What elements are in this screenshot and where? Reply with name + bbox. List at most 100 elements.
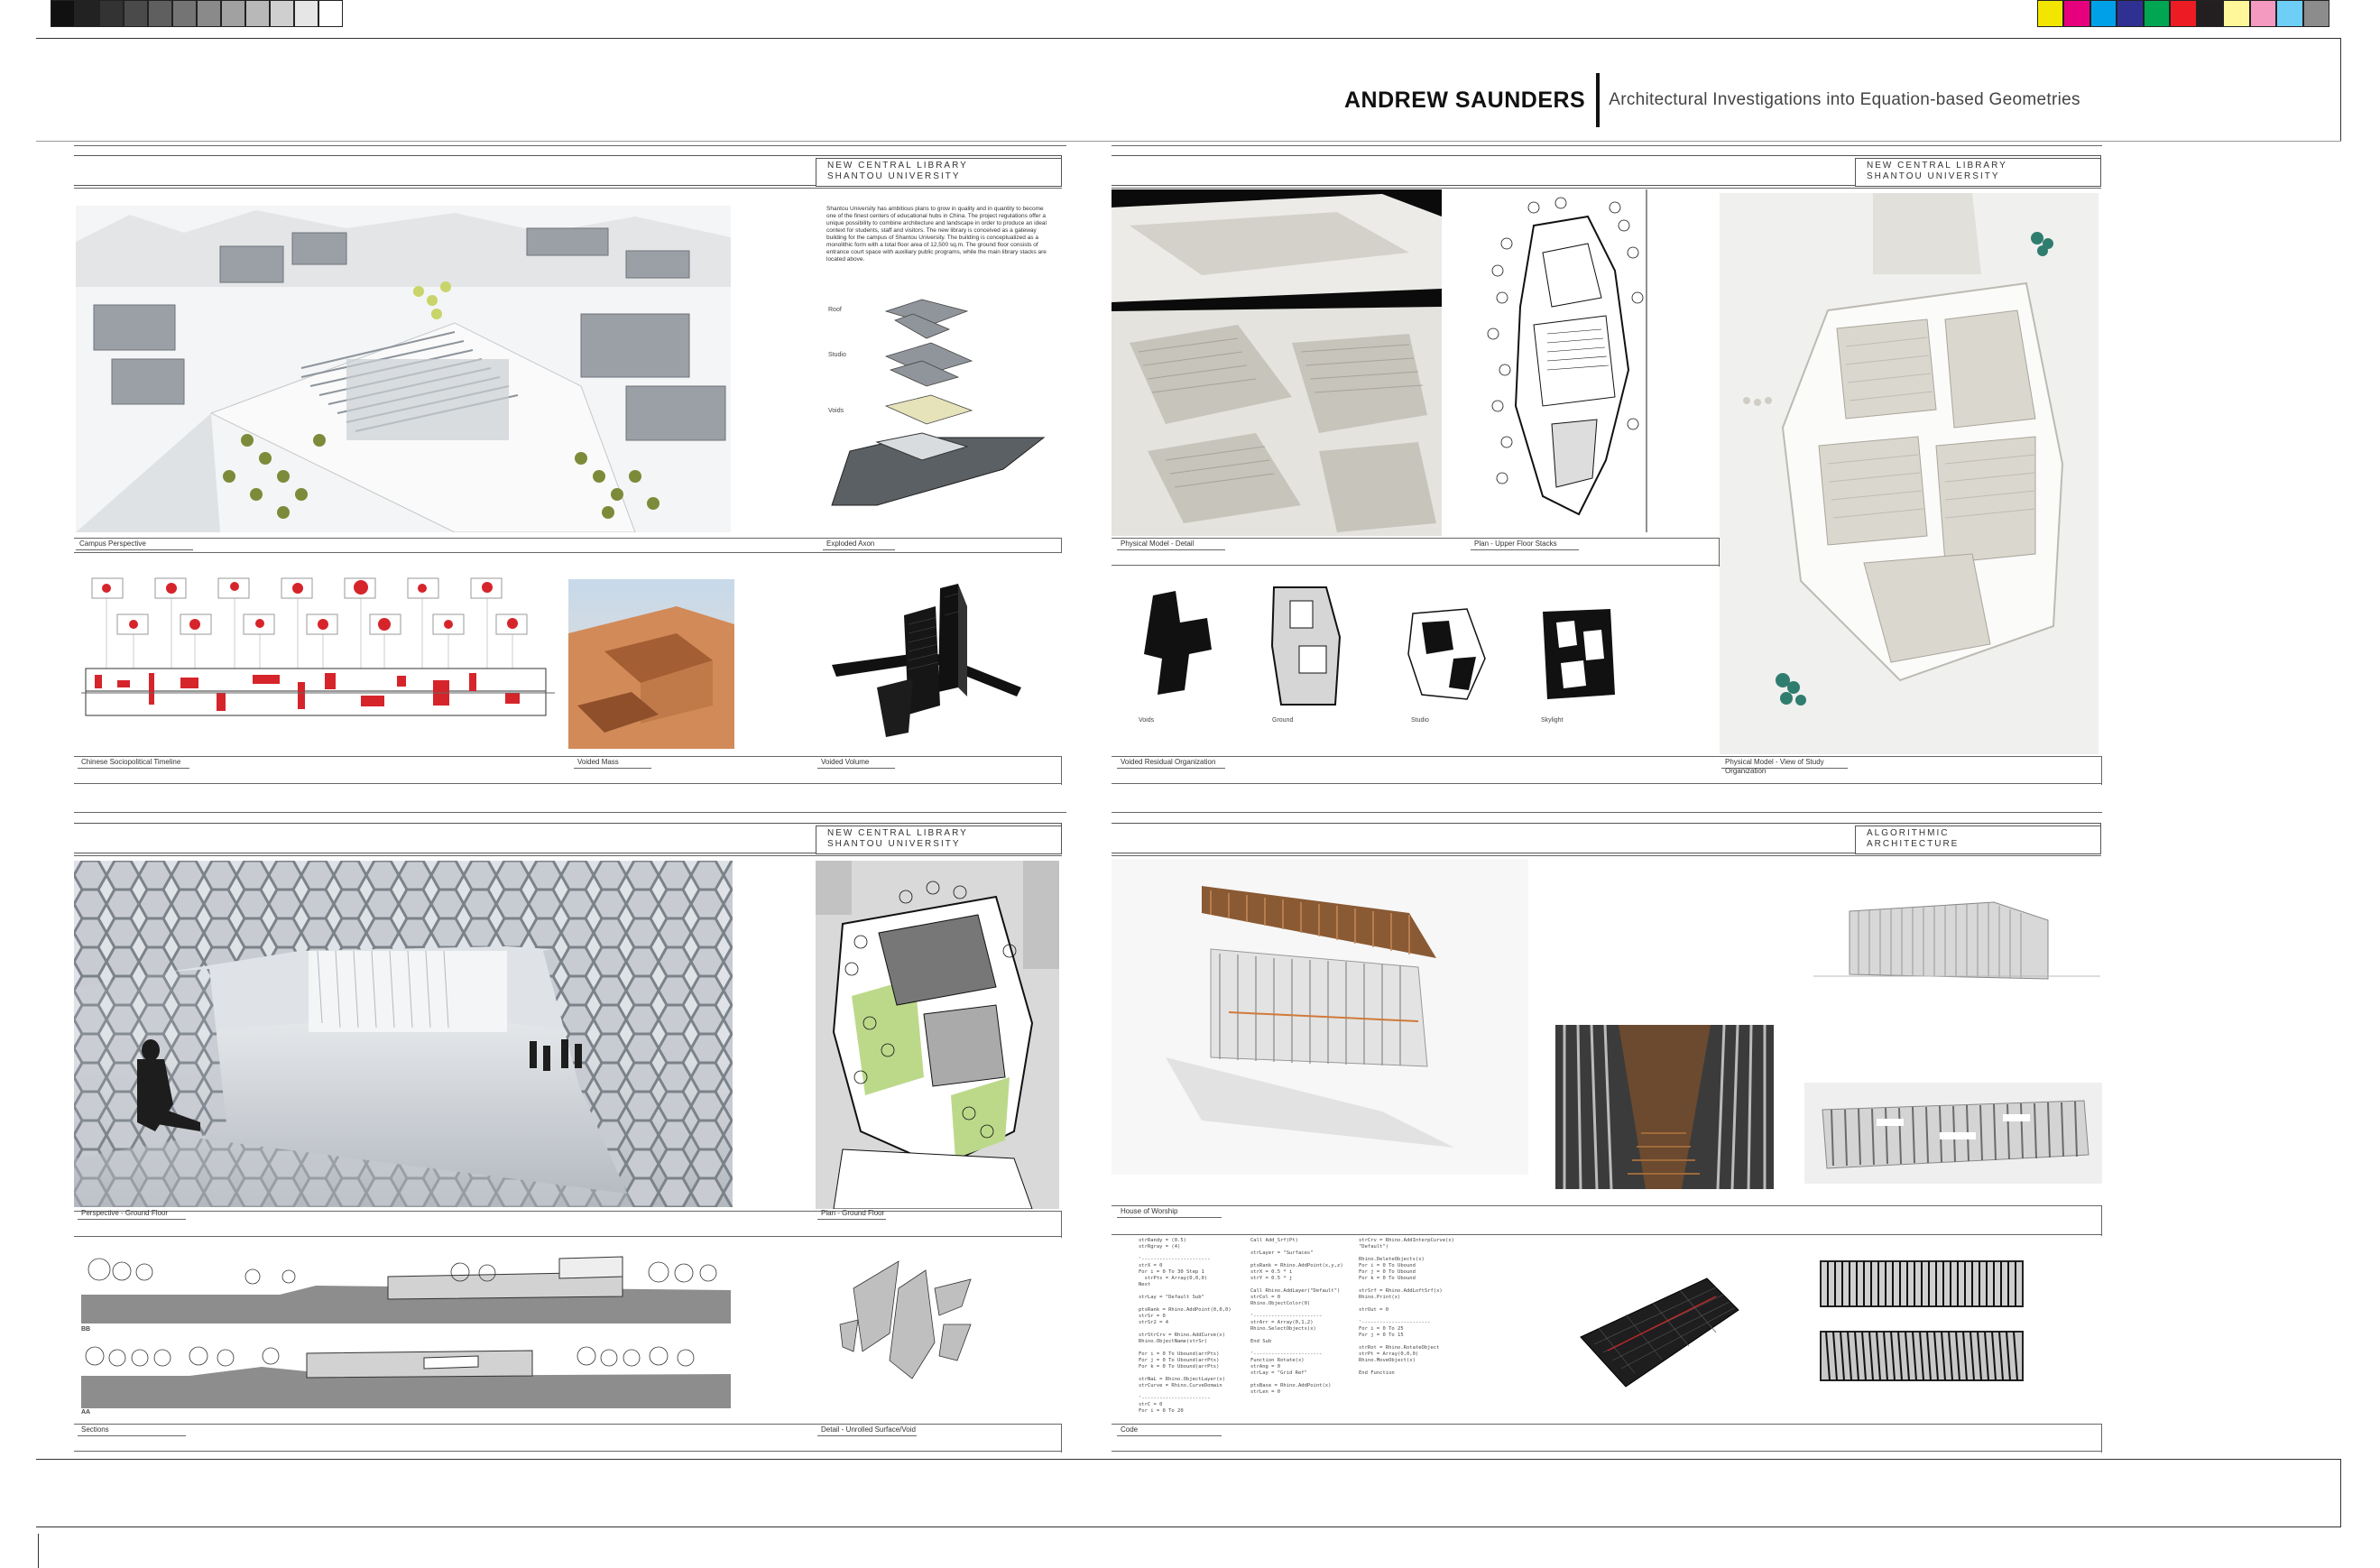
color-swatch — [75, 0, 99, 27]
color-swatch — [245, 0, 270, 27]
grayscale-calibration-bar — [51, 0, 343, 27]
caption-rule — [1112, 1424, 2101, 1425]
exploded-label-voids: Voids — [828, 408, 844, 414]
caption-rule — [74, 1211, 1062, 1212]
color-swatch — [2143, 0, 2171, 27]
frame-right-lower — [2340, 1459, 2341, 1527]
caption-rule-v — [1719, 538, 1720, 567]
unrolled-surface-image — [835, 1252, 980, 1388]
caption-rule — [74, 1424, 1062, 1425]
section-bb-image — [81, 1250, 731, 1325]
page-subtitle: Architectural Investigations into Equati… — [1609, 90, 2080, 109]
residual-label-ground: Ground — [1272, 717, 1294, 724]
caption-plan-upper-floor: Plan - Upper Floor Stacks — [1471, 540, 1579, 550]
caption-exploded-axon: Exploded Axon — [823, 540, 895, 550]
frame-right-rule — [2340, 38, 2341, 141]
sociopolitical-timeline-image — [81, 574, 555, 754]
building-elevation-image — [1813, 866, 2100, 1010]
caption-sections: Sections — [78, 1425, 186, 1436]
project-tag: ALGORITHMIC ARCHITECTURE — [1855, 826, 2101, 854]
residual-skylight-image — [1534, 604, 1624, 704]
caption-rule-v — [2101, 1205, 2102, 1236]
color-swatch — [2302, 0, 2329, 27]
exploded-label-studio: Studio — [828, 352, 846, 358]
section-aa-image — [81, 1340, 731, 1410]
caption-sociopolitical-timeline: Chinese Sociopolitical Timeline — [78, 758, 189, 769]
project-tag: NEW CENTRAL LIBRARY SHANTOU UNIVERSITY — [1855, 158, 2101, 187]
section-label-bb: BB — [81, 1326, 91, 1333]
code-column-3: strCrv = Rhino.AddInterpCurve(x) "Defaul… — [1359, 1238, 1454, 1376]
panel-rule — [74, 188, 1062, 189]
caption-rule — [1112, 783, 2101, 784]
facade-strip-lower-image — [1819, 1326, 2025, 1386]
residual-voids-image — [1135, 586, 1225, 704]
interior-render-image — [1555, 1025, 1774, 1189]
algorithmic-render-image — [1112, 859, 1528, 1175]
project-description: Shantou University has ambitious plans t… — [826, 206, 1047, 263]
project-tag-line1: NEW CENTRAL LIBRARY — [1867, 161, 2007, 171]
caption-code: Code — [1117, 1425, 1222, 1436]
color-swatch — [2063, 0, 2090, 27]
caption-rule — [74, 552, 1062, 553]
physical-model-detail-image — [1112, 189, 1442, 536]
plan-ground-floor-image — [816, 861, 1059, 1209]
color-swatch — [2037, 0, 2064, 27]
perspective-ground-floor-image — [74, 861, 733, 1207]
caption-rule — [74, 756, 1062, 757]
project-tag-line2: SHANTOU UNIVERSITY — [827, 839, 961, 849]
color-swatch — [2276, 0, 2303, 27]
section-label-aa: AA — [81, 1409, 91, 1416]
project-tag: NEW CENTRAL LIBRARY SHANTOU UNIVERSITY — [816, 826, 1062, 854]
caption-plan-ground-floor: Plan - Ground Floor — [817, 1209, 886, 1220]
color-swatch — [51, 0, 75, 27]
caption-unrolled-detail: Detail - Unrolled Surface/Void — [817, 1425, 917, 1436]
physical-model-study-image — [1720, 193, 2099, 754]
caption-rule-v — [1061, 756, 1062, 785]
caption-physical-model-detail: Physical Model - Detail — [1117, 540, 1225, 550]
caption-rule — [1112, 756, 2101, 757]
page-title-block: ANDREW SAUNDERS Architectural Investigat… — [1344, 72, 2080, 128]
panel-rule — [74, 812, 1066, 813]
residual-label-voids: Voids — [1139, 717, 1155, 724]
color-swatch — [2170, 0, 2197, 27]
project-tag-line1: NEW CENTRAL LIBRARY — [827, 828, 968, 838]
color-swatch — [221, 0, 245, 27]
caption-perspective-ground-floor: Perspective - Ground Floor — [78, 1209, 186, 1220]
caption-rule-v — [2101, 756, 2102, 785]
color-swatch — [99, 0, 124, 27]
plan-upper-floor-image — [1480, 189, 1660, 532]
residual-ground-image — [1263, 583, 1353, 709]
author-name: ANDREW SAUNDERS — [1344, 87, 1586, 113]
voided-mass-image — [568, 579, 734, 749]
panel-rule — [1112, 812, 2102, 813]
frame-left-tick — [38, 1534, 39, 1568]
color-swatch — [2223, 0, 2250, 27]
caption-rule — [74, 1451, 1062, 1452]
caption-house-of-worship: House of Worship — [1117, 1207, 1222, 1218]
color-swatch — [124, 0, 148, 27]
project-tag-line2: ARCHITECTURE — [1867, 839, 1960, 849]
color-swatch — [2089, 0, 2117, 27]
process-color-calibration-bar — [2037, 0, 2329, 27]
facade-strip-upper-image — [1819, 1258, 2025, 1310]
building-plan-view-image — [1804, 1083, 2102, 1184]
voided-volume-image — [823, 579, 1030, 749]
caption-campus-perspective: Campus Perspective — [76, 540, 193, 550]
project-tag-line2: SHANTOU UNIVERSITY — [827, 171, 961, 181]
color-swatch — [2196, 0, 2224, 27]
panel-rule — [1112, 145, 2102, 146]
color-swatch — [2249, 0, 2277, 27]
code-column-2: Call Add_Srf(Pt) strLayer = "Surfaces" p… — [1250, 1238, 1343, 1395]
frame-rule-bottom — [36, 1526, 2341, 1527]
frame-top-rule — [36, 38, 2341, 39]
project-tag: NEW CENTRAL LIBRARY SHANTOU UNIVERSITY — [816, 158, 1062, 187]
project-tag-line1: ALGORITHMIC — [1867, 828, 1950, 838]
caption-rule — [1112, 1451, 2101, 1452]
wireframe-render-image — [1572, 1265, 1743, 1391]
residual-label-studio: Studio — [1411, 717, 1429, 724]
color-swatch — [197, 0, 221, 27]
exploded-label-roof: Roof — [828, 307, 842, 313]
campus-perspective-image — [76, 206, 731, 532]
panel-rule — [1112, 855, 2101, 856]
caption-rule — [1112, 565, 1720, 566]
